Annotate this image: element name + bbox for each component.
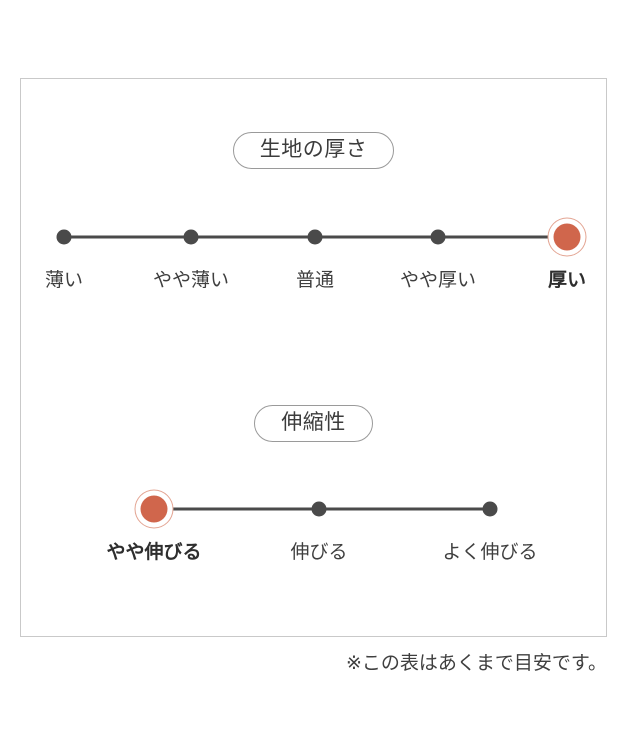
section-title-stretchiness-row: 伸縮性 bbox=[21, 405, 606, 443]
scale-node-fabric-thickness-2[interactable] bbox=[183, 229, 199, 245]
scale-node-fabric-thickness-1[interactable] bbox=[56, 229, 72, 245]
scale-label-stretchiness-2: 伸びる bbox=[290, 542, 348, 563]
scale-node-fabric-thickness-4[interactable] bbox=[430, 229, 446, 245]
section-title-stretchiness: 伸縮性 bbox=[254, 405, 373, 443]
spec-panel: 生地の厚さ 薄い やや薄い 普通 やや厚い 厚い 伸縮性 やや伸びる 伸びる よ… bbox=[20, 78, 607, 637]
scale-node-stretchiness-3[interactable] bbox=[482, 501, 498, 517]
scale-label-fabric-thickness-3: 普通 bbox=[295, 270, 335, 291]
scale-node-stretchiness-2[interactable] bbox=[311, 501, 327, 517]
scale-node-fabric-thickness-3[interactable] bbox=[307, 229, 323, 245]
scale-label-fabric-thickness-5-selected: 厚い bbox=[547, 270, 587, 291]
scale-node-fabric-thickness-5-selected[interactable] bbox=[553, 223, 581, 251]
scale-label-fabric-thickness-4: やや厚い bbox=[399, 270, 477, 291]
footnote-disclaimer: ※この表はあくまで目安です。 bbox=[345, 653, 607, 674]
scale-label-fabric-thickness-2: やや薄い bbox=[152, 270, 230, 291]
scale-node-stretchiness-1-selected[interactable] bbox=[140, 495, 168, 523]
section-title-fabric-thickness-row: 生地の厚さ bbox=[21, 132, 606, 170]
scale-stretchiness: やや伸びる 伸びる よく伸びる bbox=[21, 495, 606, 589]
scale-fabric-thickness: 薄い やや薄い 普通 やや厚い 厚い bbox=[21, 223, 606, 317]
section-title-fabric-thickness: 生地の厚さ bbox=[232, 132, 395, 170]
scale-label-fabric-thickness-1: 薄い bbox=[44, 270, 84, 291]
scale-label-stretchiness-1-selected: やや伸びる bbox=[106, 542, 202, 563]
scale-label-stretchiness-3: よく伸びる bbox=[442, 542, 538, 563]
